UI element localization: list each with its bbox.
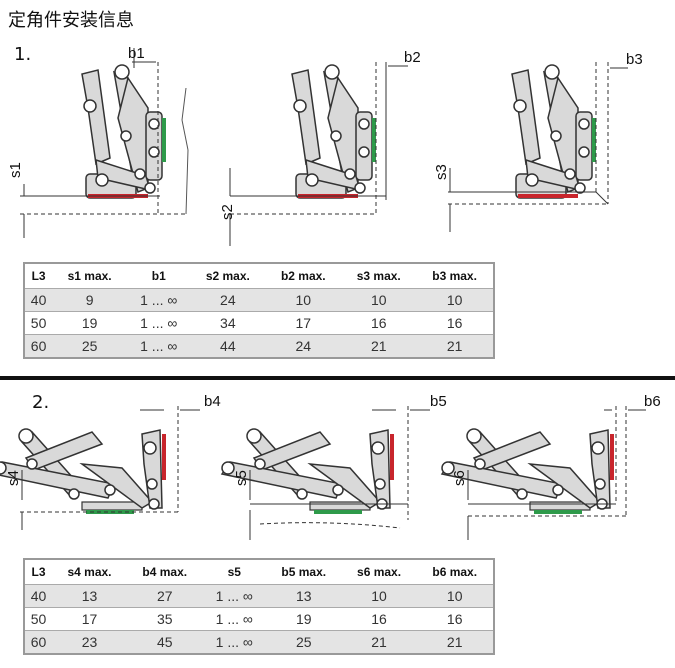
column-header: s1 max.	[67, 269, 112, 283]
label-s5: s5	[233, 470, 250, 486]
section-1-diagrams: b1 s1 b2 s2 b3 s3	[7, 45, 643, 246]
column-header: s5	[227, 565, 241, 579]
table-header-row: L3 s1 max. b1 s2 max. b2 max. s3 max. b3…	[24, 263, 494, 289]
table-cell: 9	[52, 288, 128, 312]
column-header: b3 max.	[432, 269, 477, 283]
table-cell: 60	[24, 630, 53, 654]
table-cell: 23	[52, 630, 127, 654]
table-cell: 10	[341, 288, 417, 312]
section-2-table: L3 s4 max. b4 max. s5 b5 max. s6 max. b6…	[23, 558, 495, 655]
table-cell: 1 ... ∞	[127, 334, 191, 358]
table-cell: 17	[265, 311, 342, 335]
table-cell: 10	[416, 288, 494, 312]
table-cell: 19	[52, 311, 128, 335]
column-header: s4 max.	[67, 565, 112, 579]
section-2-diagrams: b4 s4 b5 s5 b6 s6	[0, 393, 661, 540]
label-b5: b5	[430, 393, 447, 410]
table-cell: 25	[265, 630, 342, 654]
clamp-diagram-1: b1 s1	[7, 45, 189, 238]
section-1-table: L3 s1 max. b1 s2 max. b2 max. s3 max. b3…	[23, 262, 495, 359]
table-cell: 21	[416, 630, 494, 654]
column-header: s3 max.	[356, 269, 401, 283]
column-header: b1	[151, 269, 166, 283]
table-cell: 1 ... ∞	[202, 584, 266, 608]
table-cell: 44	[190, 334, 266, 358]
label-s2: s2	[219, 204, 236, 220]
table-cell: 10	[341, 584, 417, 608]
label-s3: s3	[433, 164, 450, 180]
column-header: L3	[31, 565, 46, 579]
section-1-number: 1.	[14, 44, 32, 65]
table-row: 50 17 35 1 ... ∞ 19 16 16	[24, 607, 494, 631]
clamp-diagram-6: b6 s6	[441, 393, 661, 540]
label-b4: b4	[204, 393, 221, 410]
table-row: 50 19 1 ... ∞ 34 17 16 16	[24, 311, 494, 335]
table-cell: 35	[126, 607, 203, 631]
table-cell: 27	[126, 584, 203, 608]
table-cell: 40	[24, 584, 53, 608]
table-cell: 21	[416, 334, 494, 358]
column-header: b2 max.	[280, 269, 326, 283]
table-cell: 16	[341, 607, 417, 631]
column-header: b5 max.	[281, 565, 327, 579]
page-title: 定角件安装信息	[8, 10, 134, 31]
clamp-diagram-2: b2 s2	[219, 49, 421, 246]
clamp-diagram-5: b5 s5	[221, 393, 447, 540]
table-cell: 40	[24, 288, 53, 312]
table-cell: 13	[52, 584, 127, 608]
clamp-diagram-3: b3 s3	[433, 51, 643, 232]
table-cell: 19	[265, 607, 342, 631]
table-cell: 1 ... ∞	[127, 311, 191, 335]
table-header-row: L3 s4 max. b4 max. s5 b5 max. s6 max. b6…	[24, 559, 494, 585]
table-cell: 45	[126, 630, 203, 654]
label-b3: b3	[626, 51, 643, 68]
table-cell: 16	[416, 607, 494, 631]
section-2-number: 2.	[32, 392, 50, 413]
table-cell: 16	[341, 311, 417, 335]
table-cell: 21	[341, 630, 417, 654]
table-row: 60 25 1 ... ∞ 44 24 21 21	[24, 334, 494, 358]
column-header: b6 max.	[432, 565, 478, 579]
table-cell: 24	[190, 288, 266, 312]
label-b6: b6	[644, 393, 661, 410]
column-header: s2 max.	[205, 269, 250, 283]
table-cell: 13	[265, 584, 342, 608]
clamp-diagram-4: b4 s4	[0, 393, 221, 530]
table-cell: 50	[24, 607, 53, 631]
table-cell: 50	[24, 311, 53, 335]
table-cell: 10	[265, 288, 342, 312]
label-s6: s6	[451, 470, 468, 486]
section-divider	[0, 376, 675, 380]
table-cell: 1 ... ∞	[202, 630, 266, 654]
label-s1: s1	[7, 162, 24, 178]
table-cell: 34	[190, 311, 266, 335]
column-header: L3	[31, 269, 46, 283]
table-cell: 17	[52, 607, 127, 631]
column-header: b4 max.	[142, 565, 188, 579]
table-row: 40 13 27 1 ... ∞ 13 10 10	[24, 584, 494, 608]
table-row: 40 9 1 ... ∞ 24 10 10 10	[24, 288, 494, 312]
table-cell: 1 ... ∞	[202, 607, 266, 631]
label-s4: s4	[5, 470, 22, 486]
table-cell: 16	[416, 311, 494, 335]
label-b2: b2	[404, 49, 421, 66]
table-cell: 24	[265, 334, 342, 358]
table-row: 60 23 45 1 ... ∞ 25 21 21	[24, 630, 494, 654]
table-cell: 21	[341, 334, 417, 358]
table-cell: 60	[24, 334, 53, 358]
table-cell: 25	[52, 334, 128, 358]
table-cell: 1 ... ∞	[127, 288, 191, 312]
table-cell: 10	[416, 584, 494, 608]
column-header: s6 max.	[357, 565, 402, 579]
label-b1: b1	[128, 45, 145, 62]
